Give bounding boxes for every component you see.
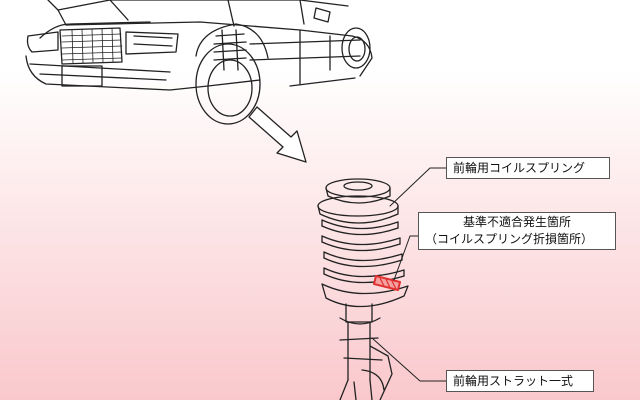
car-illustration (25, 0, 373, 125)
defect-title-text: 基準不適合発生箇所 (463, 215, 572, 229)
leader-lines (371, 167, 447, 382)
coil-spring-label: 前輪用コイルスプリング (446, 157, 610, 179)
strut-assembly-label: 前輪用ストラット一式 (446, 370, 594, 392)
defect-location-label: 基準不適合発生箇所 （コイルスプリング折損箇所） (418, 212, 616, 250)
defect-detail-text: （コイルスプリング折損箇所） (425, 232, 594, 246)
strut-assembly-illustration (317, 178, 409, 400)
strut-assembly-label-text: 前輪用ストラット一式 (453, 374, 574, 388)
defect-marker (373, 275, 401, 291)
coil-spring-label-text: 前輪用コイルスプリング (453, 161, 586, 175)
pointer-arrow (248, 106, 307, 163)
